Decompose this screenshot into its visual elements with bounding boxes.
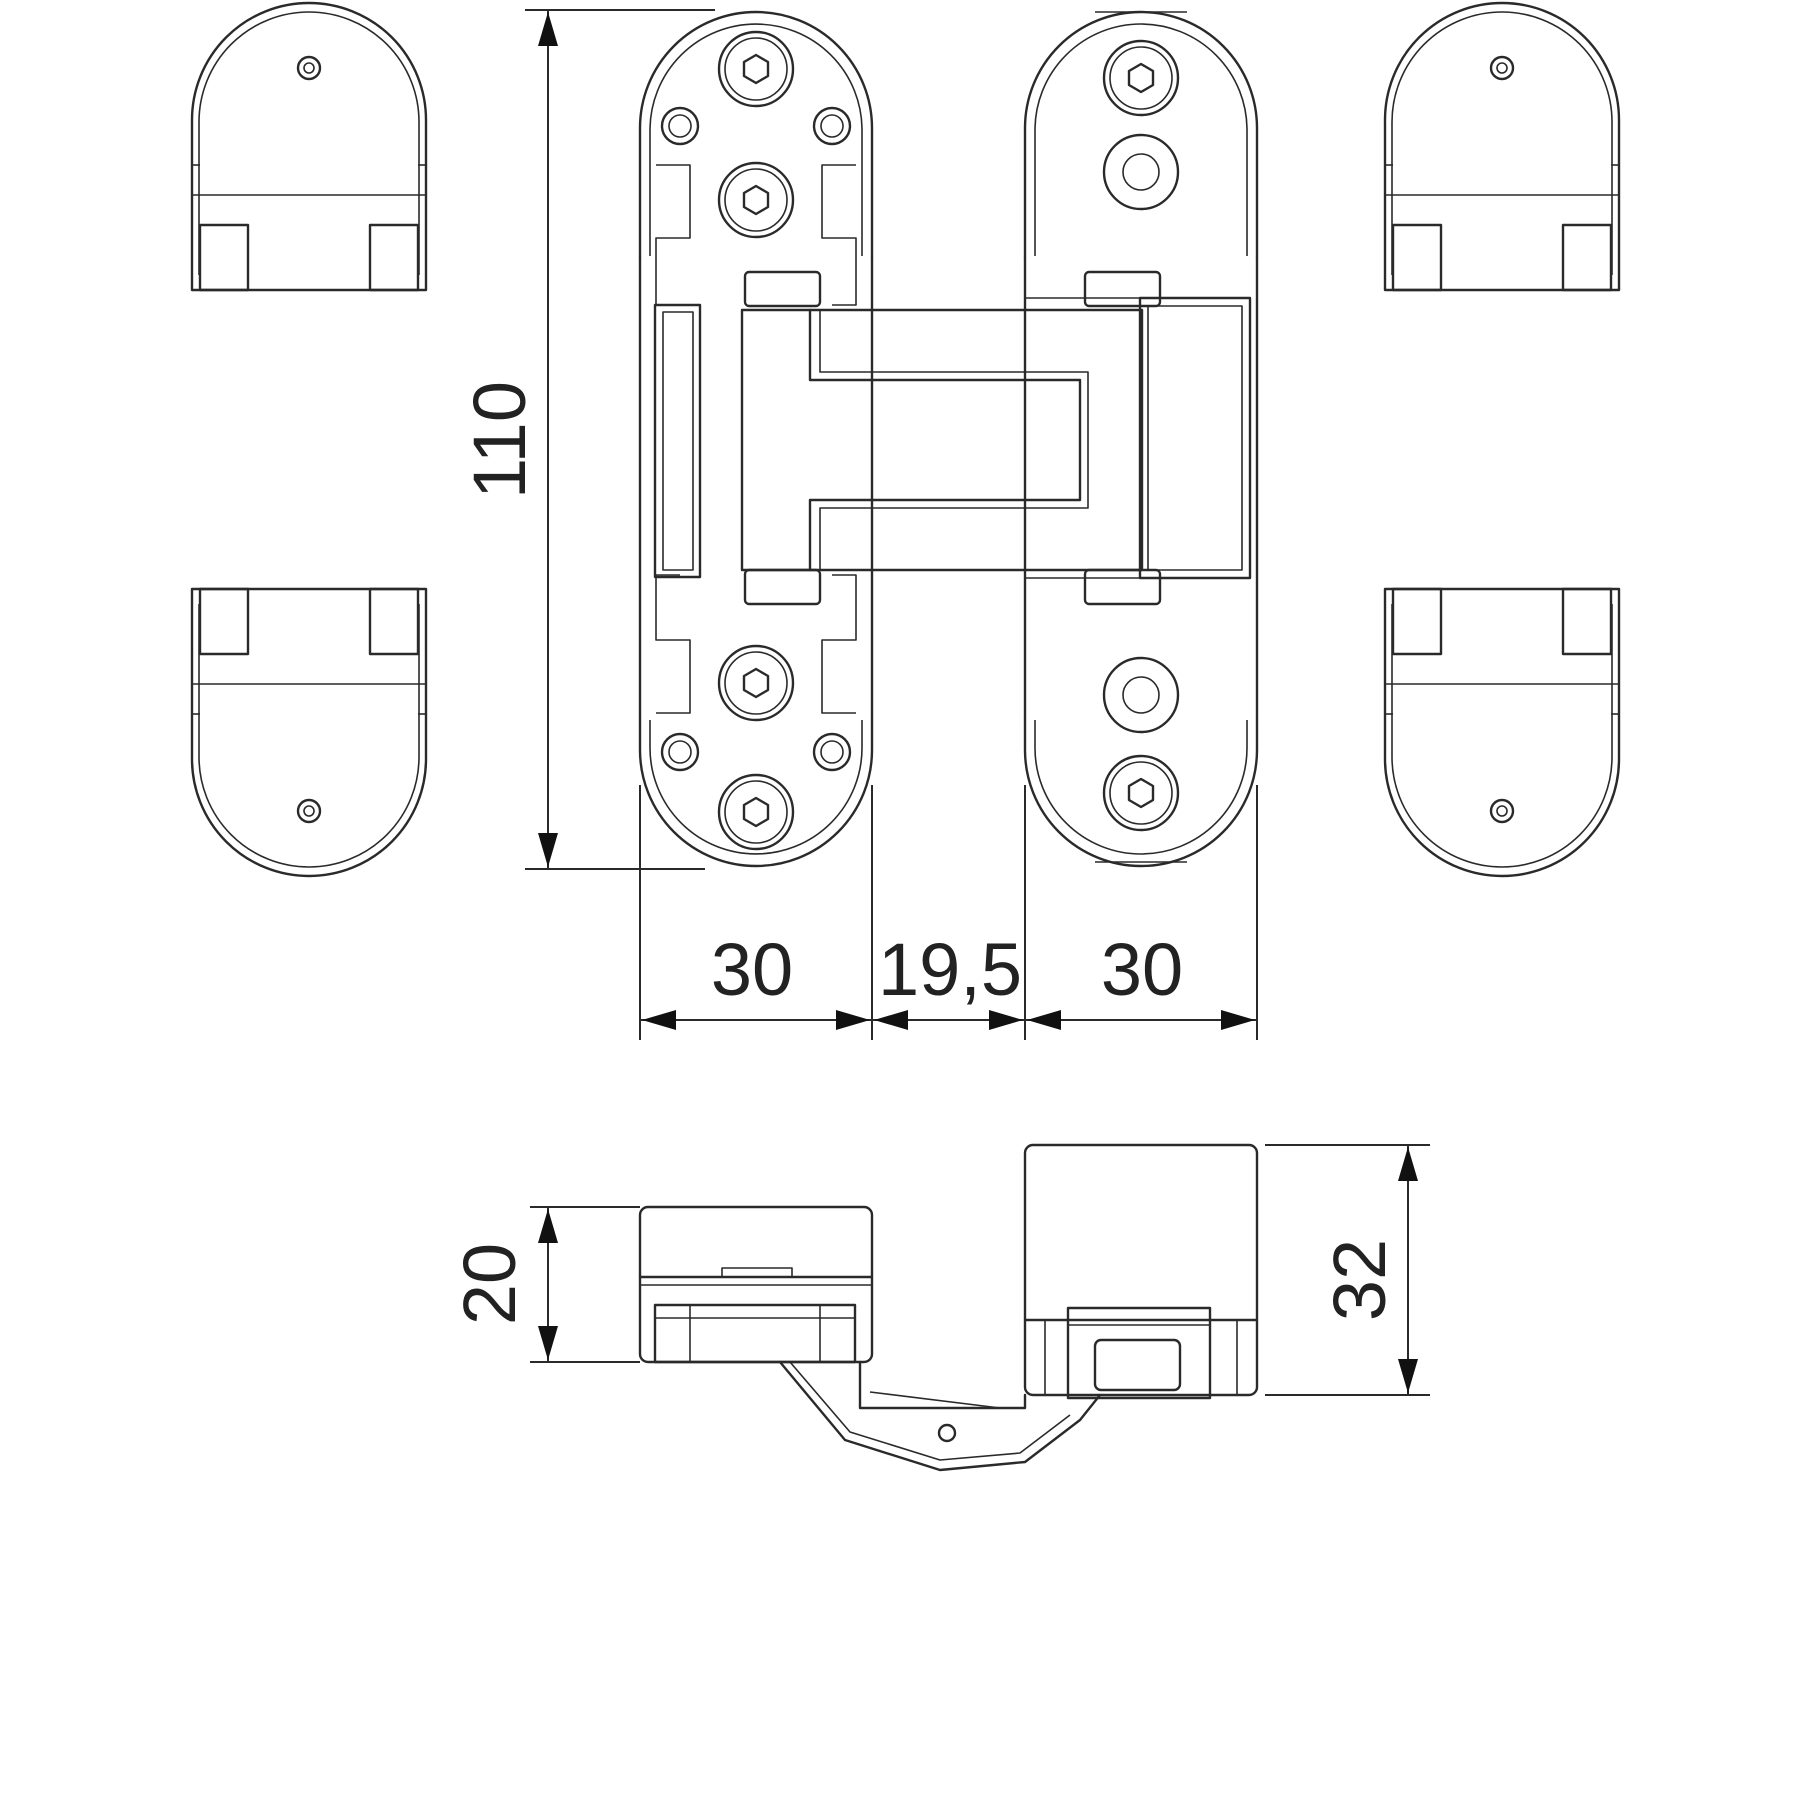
cover-cap-bottom-right <box>1383 587 1621 878</box>
adjuster-ring-right-bottom <box>1102 656 1180 734</box>
dimension-label-right-leaf: 30 <box>1101 928 1183 1011</box>
dimension-depth-32: 32 <box>1265 1144 1430 1396</box>
hinge-leaf-right <box>1023 10 1259 868</box>
dimension-label-32: 32 <box>1318 1239 1401 1321</box>
dimension-depth-20: 20 <box>448 1206 640 1363</box>
cover-cap-bottom-left <box>190 587 428 878</box>
dimension-label-20: 20 <box>448 1243 531 1325</box>
cover-cap-top-right <box>1383 1 1621 292</box>
dimension-label-gap: 19,5 <box>878 928 1022 1011</box>
adjuster-ring-right-top <box>1102 133 1180 211</box>
dimension-label-left-leaf: 30 <box>711 928 793 1011</box>
dimension-label-110: 110 <box>458 381 541 499</box>
hinge-leaf-left <box>638 10 874 868</box>
cover-cap-top-left <box>190 1 428 292</box>
dimension-height-110: 110 <box>458 9 715 870</box>
hinge-side-view <box>638 1143 1259 1472</box>
hinge-link-body <box>740 270 1162 606</box>
dimension-widths-top: 30 19,5 30 <box>639 785 1258 1040</box>
